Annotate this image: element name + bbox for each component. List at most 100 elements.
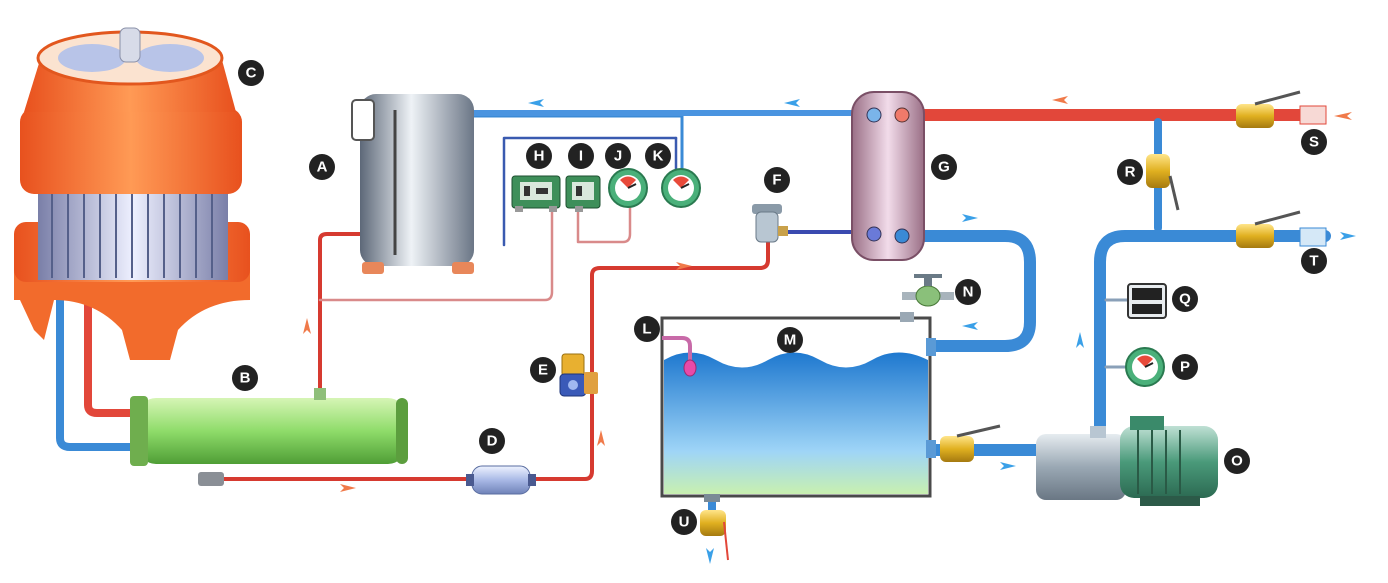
compressor-foot-left xyxy=(362,262,384,274)
evaporator xyxy=(851,91,925,261)
badge-k: K xyxy=(645,143,671,169)
pressure-switch-i xyxy=(565,175,601,212)
suction-switch-line xyxy=(502,136,678,247)
svg-text:B: B xyxy=(240,370,251,387)
svg-text:E: E xyxy=(538,362,548,379)
tower-grill-slats xyxy=(51,182,213,278)
badge-n: N xyxy=(955,279,981,305)
ball-valve-t xyxy=(1236,210,1327,248)
arrow-pump-in xyxy=(1000,462,1016,470)
arrow-discharge-up xyxy=(303,318,311,334)
circulation-pump xyxy=(1036,416,1218,506)
svg-text:C: C xyxy=(246,65,257,82)
badge-i: I xyxy=(568,143,594,169)
badge-u: U xyxy=(671,509,697,535)
svg-text:U: U xyxy=(679,514,690,531)
pressure-switch-line xyxy=(318,208,554,302)
badge-t: T xyxy=(1301,248,1327,274)
arrow-suction-2 xyxy=(784,99,800,107)
svg-text:O: O xyxy=(1231,453,1243,470)
badge-p: P xyxy=(1172,354,1198,380)
tank-water xyxy=(664,352,928,494)
pressure-switch-h xyxy=(511,175,561,212)
badge-d: D xyxy=(479,428,505,454)
svg-text:R: R xyxy=(1125,164,1136,181)
temperature-controller-q xyxy=(1127,283,1167,319)
compressor xyxy=(351,94,474,274)
level-switch xyxy=(662,336,697,377)
badge-c: C xyxy=(238,60,264,86)
svg-text:K: K xyxy=(653,148,664,165)
compressor-foot-right xyxy=(452,262,474,274)
svg-text:S: S xyxy=(1309,134,1319,151)
chilled-supply-line xyxy=(1094,230,1331,444)
tower-fan-hub xyxy=(119,27,141,63)
arrow-suction-1 xyxy=(528,99,544,107)
arrow-tank-in xyxy=(962,322,978,330)
arrow-drain-down xyxy=(706,548,714,564)
pressure-gauge-p xyxy=(1125,347,1165,387)
arrow-evap-out xyxy=(962,214,978,222)
bypass-valve-r xyxy=(1146,154,1180,211)
svg-text:H: H xyxy=(534,148,545,165)
condenser xyxy=(130,388,408,486)
condenser-end-left xyxy=(130,396,148,466)
badge-j: J xyxy=(605,143,631,169)
ball-valve-s xyxy=(1236,90,1327,128)
arrow-to-valve xyxy=(676,262,692,270)
arrow-pump-up xyxy=(1076,332,1084,348)
svg-text:M: M xyxy=(784,332,797,349)
svg-text:D: D xyxy=(487,433,498,450)
svg-text:T: T xyxy=(1309,253,1318,270)
pressure-gauge-k xyxy=(661,168,701,208)
tower-fan-blade-right xyxy=(136,44,204,72)
condenser-top-port xyxy=(314,388,326,400)
condenser-shell xyxy=(138,398,406,464)
gauge-j-line xyxy=(576,195,632,244)
cooling-tower xyxy=(14,27,250,360)
tower-fan-blade-left xyxy=(58,44,126,72)
badge-m: M xyxy=(777,327,803,353)
svg-text:F: F xyxy=(772,172,781,189)
compressor-body xyxy=(360,94,474,266)
badge-s: S xyxy=(1301,129,1327,155)
svg-text:P: P xyxy=(1180,359,1190,376)
badge-l: L xyxy=(634,316,660,342)
makeup-water-valve xyxy=(902,274,954,307)
arrow-return-2 xyxy=(1334,112,1352,120)
condenser-end-right xyxy=(396,398,408,464)
svg-text:A: A xyxy=(317,159,328,176)
badge-o: O xyxy=(1224,448,1250,474)
badge-r: R xyxy=(1117,159,1143,185)
badge-g: G xyxy=(931,154,957,180)
svg-text:L: L xyxy=(642,321,651,338)
tank-outlet-valve xyxy=(940,424,1001,462)
condenser-discharge-line xyxy=(318,232,367,394)
svg-text:G: G xyxy=(938,159,950,176)
tower-cold-pipe xyxy=(56,292,136,451)
badge-h: H xyxy=(526,143,552,169)
svg-text:Q: Q xyxy=(1179,291,1191,308)
tower-hot-pipe xyxy=(84,298,136,417)
tower-upper-band xyxy=(20,108,242,194)
filter-drier xyxy=(466,465,536,495)
compressor-terminal-box xyxy=(351,99,375,141)
badge-b: B xyxy=(232,365,258,391)
condenser-drain-valve xyxy=(198,472,224,486)
evaporator-to-tank xyxy=(899,230,1036,352)
pressure-gauge-j xyxy=(608,168,648,208)
label-badges: A B C D E F G H I J K L M N O P Q R S T … xyxy=(232,60,1327,535)
arrow-return-1 xyxy=(1052,96,1068,104)
svg-text:I: I xyxy=(579,148,583,165)
svg-text:J: J xyxy=(614,148,622,165)
flow-arrows xyxy=(303,96,1356,564)
svg-text:N: N xyxy=(963,284,974,301)
liquid-line-up xyxy=(528,238,770,481)
badge-e: E xyxy=(530,357,556,383)
expansion-valve xyxy=(752,204,788,243)
badge-f: F xyxy=(764,167,790,193)
solenoid-valve xyxy=(559,353,598,397)
arrow-liquid-right xyxy=(340,484,356,492)
badge-a: A xyxy=(309,154,335,180)
badge-q: Q xyxy=(1172,286,1198,312)
